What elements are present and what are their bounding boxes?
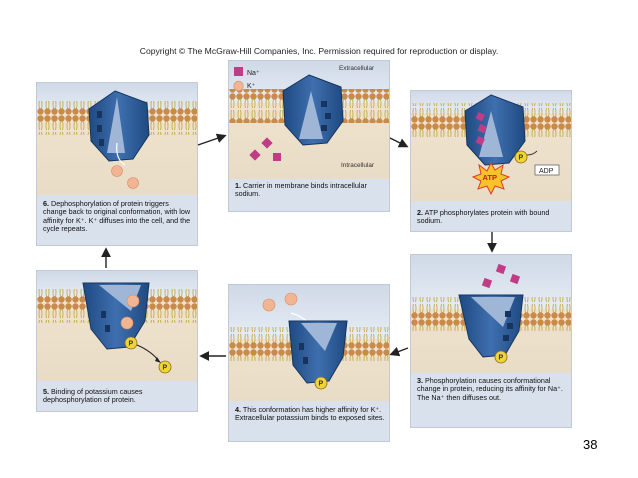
sodium-ions bbox=[475, 112, 487, 146]
ion-legend bbox=[233, 67, 244, 92]
step-1-panel: Na⁺ K⁺ Extracellular Intracellular 1. Ca… bbox=[228, 60, 390, 212]
step-2-illustration: P ATP ADP bbox=[411, 91, 571, 201]
atp-burst-icon: ATP bbox=[471, 161, 511, 196]
page-number: 38 bbox=[583, 437, 598, 452]
step-6-caption: 6. Dephosphorylation of protein triggers… bbox=[43, 199, 191, 234]
step-4-illustration: P bbox=[229, 285, 389, 401]
carrier-protein-icon bbox=[282, 74, 344, 146]
step-1-caption: 1. Carrier in membrane binds intracellul… bbox=[235, 181, 367, 199]
step-5-caption: 5. Binding of potassium causes dephospho… bbox=[43, 387, 143, 405]
step-3-panel: P 3. Phosphorylation causes conformation… bbox=[410, 254, 572, 428]
step-3-illustration: P bbox=[411, 255, 571, 373]
intracellular-label: Intracellular bbox=[341, 162, 375, 169]
arrow-6-to-1 bbox=[197, 133, 227, 146]
potassium-ions bbox=[120, 294, 140, 330]
copyright-notice: Copyright © The McGraw-Hill Companies, I… bbox=[139, 46, 499, 56]
adp-box bbox=[534, 164, 560, 176]
phosphate-icon: P bbox=[494, 350, 508, 364]
arrow-3-to-4 bbox=[389, 346, 409, 357]
step-2-caption: 2. ATP phosphorylates protein with bound… bbox=[417, 208, 550, 226]
svg-text:P: P bbox=[129, 341, 134, 348]
step-6-illustration bbox=[37, 83, 197, 195]
phosphate-icon: P bbox=[314, 376, 328, 390]
svg-text:ATP: ATP bbox=[483, 173, 497, 182]
potassium-ions bbox=[111, 165, 139, 189]
step-4-caption: 4. This conformation has higher affinity… bbox=[235, 405, 385, 423]
potassium-ions bbox=[262, 292, 298, 312]
step-2-panel: P ATP ADP 2. ATP phosphorylates protein … bbox=[410, 90, 572, 232]
extracellular-label: Extracellular bbox=[339, 65, 375, 72]
arrow-1-to-2 bbox=[389, 137, 409, 148]
adp-label: ADP bbox=[539, 168, 554, 175]
step-1-illustration: Na⁺ K⁺ Extracellular Intracellular bbox=[229, 61, 389, 179]
phosphate-icon: P bbox=[514, 150, 528, 164]
carrier-protein-icon bbox=[288, 320, 348, 384]
legend-potassium-label: K⁺ bbox=[247, 83, 256, 90]
svg-text:P: P bbox=[499, 355, 504, 362]
step-5-illustration: P P bbox=[37, 271, 197, 381]
svg-text:P: P bbox=[519, 155, 524, 162]
phosphate-icon: P bbox=[124, 336, 138, 350]
carrier-protein-icon bbox=[88, 90, 150, 162]
legend-sodium-label: Na⁺ bbox=[247, 70, 260, 77]
sodium-ions bbox=[481, 263, 521, 289]
carrier-protein-icon bbox=[464, 94, 526, 166]
step-6-panel: 6. Dephosphorylation of protein triggers… bbox=[36, 82, 198, 246]
svg-text:P: P bbox=[163, 365, 168, 372]
step-5-panel: P P 5. Binding of potassium causes depho… bbox=[36, 270, 198, 412]
step-4-panel: P 4. This conformation has higher affini… bbox=[228, 284, 390, 442]
carrier-protein-icon bbox=[458, 294, 524, 358]
svg-text:P: P bbox=[319, 381, 324, 388]
step-3-caption: 3. Phosphorylation causes conformational… bbox=[417, 376, 563, 402]
released-phosphate-icon: P bbox=[158, 360, 172, 374]
